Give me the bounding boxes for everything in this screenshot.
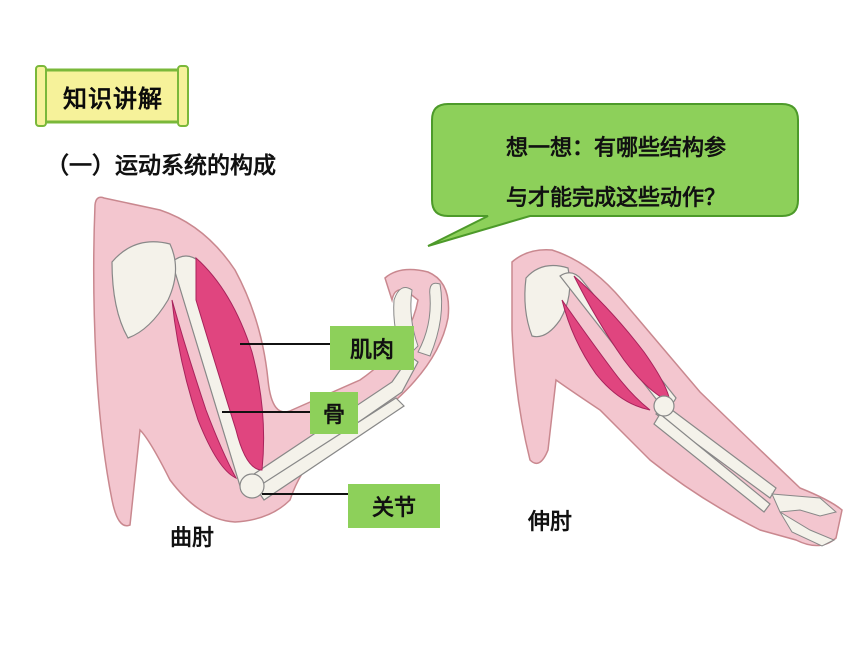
bubble-question-line-1: 想一想：有哪些结构参 <box>505 136 726 161</box>
label-joint: 关节 <box>348 484 440 528</box>
label-bone: 骨 <box>310 392 358 434</box>
bubble-question-line-2: 与才能完成这些动作？ <box>505 186 726 211</box>
label-muscle: 肌肉 <box>330 326 414 370</box>
banner-title: 知识讲解 <box>63 85 163 113</box>
caption-flexion: 曲肘 <box>170 526 215 551</box>
caption-extension: 伸肘 <box>528 510 573 535</box>
section-heading: （一）运动系统的构成 <box>46 153 276 179</box>
